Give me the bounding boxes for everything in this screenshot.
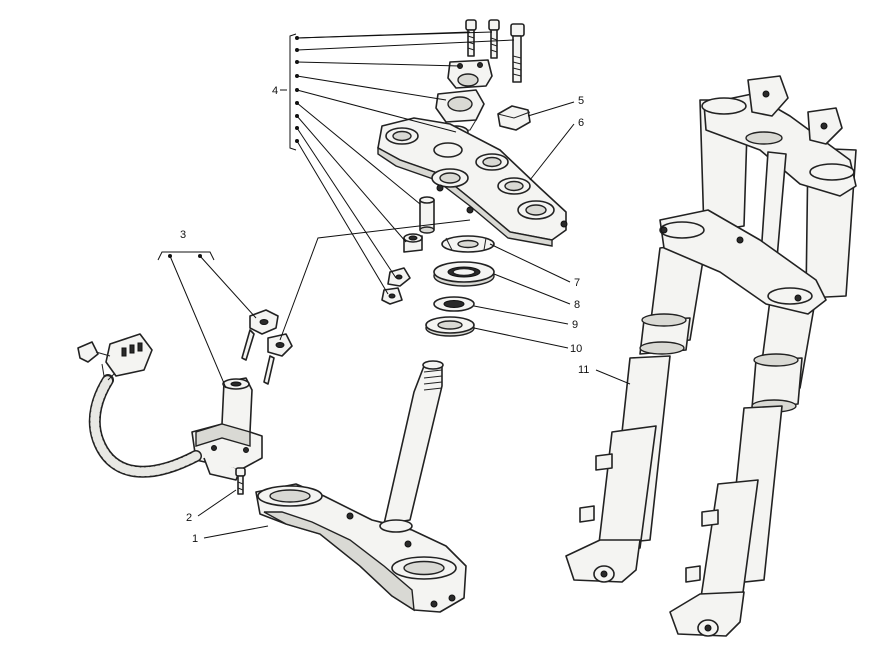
ignition-switch [191,377,263,481]
callout-10: 10 [570,343,582,355]
callout-7: 7 [574,277,580,289]
callout-6: 6 [578,117,584,129]
callout-9: 9 [572,319,578,331]
callout-1: 1 [192,533,198,545]
callout-8: 8 [574,299,580,311]
callout-labels: 1 2 3 4 5 6 7 8 9 10 11 [180,85,589,545]
race-10 [425,316,475,337]
dust-seal-9 [433,296,475,312]
handlebar-clamp-upper [447,59,493,89]
bolt-b [488,19,500,59]
wiring-harness [88,363,202,478]
upper-triple-clamp [377,117,568,247]
ignition-keys [241,309,293,385]
spacer-tube [419,196,435,234]
bolt-a [465,19,477,57]
callout-4: 4 [272,85,278,97]
callout-11: 11 [578,364,589,376]
bolt-c [510,23,525,83]
bearing-8 [433,261,495,287]
steering-stem [383,360,444,525]
harness-connector [77,333,153,377]
nut-small-a [387,267,411,287]
bushing-lower [403,233,423,253]
nut-small-b [381,287,403,305]
callout-5: 5 [578,95,584,107]
callout-3: 3 [180,229,186,241]
callout-2: 2 [186,512,192,524]
leader-lines [157,31,631,539]
damper-rubber-5 [497,105,531,131]
front-fork-assembly [565,75,857,637]
handlebar-clamp-lower [435,89,485,133]
bolt-set [465,19,525,83]
lower-triple-clamp [255,483,467,613]
switch-screw-2 [235,467,246,495]
steering-nut-7 [441,235,495,253]
